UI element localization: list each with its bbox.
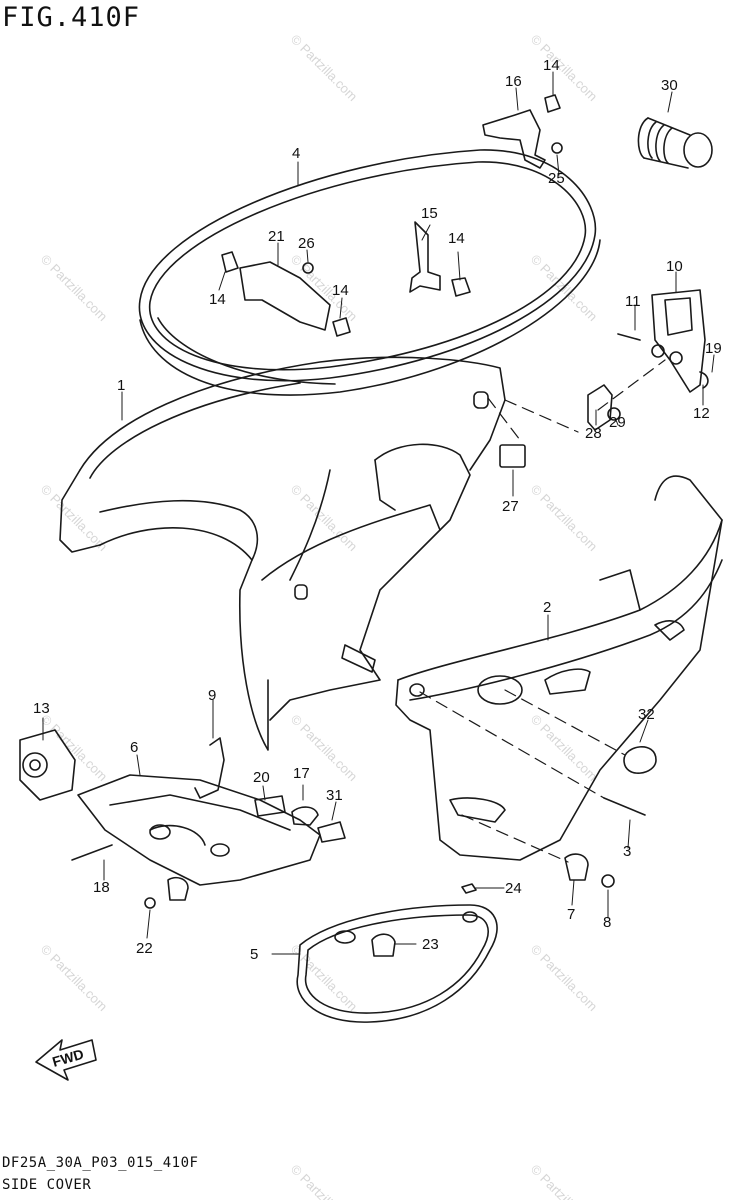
watermark: © Partzilla.com <box>288 32 361 105</box>
watermark: © Partzilla.com <box>528 32 601 105</box>
watermark: © Partzilla.com <box>288 252 361 325</box>
part-21-bracket <box>239 261 331 331</box>
callout-28: 28 <box>585 425 602 442</box>
callout-18: 18 <box>93 879 110 896</box>
callout-31: 31 <box>326 787 343 804</box>
callout-6: 6 <box>130 739 138 756</box>
small-parts <box>71 94 709 957</box>
callout-4: 4 <box>292 145 300 162</box>
part-15-bracket <box>409 221 441 293</box>
callout-14-a: 14 <box>543 57 560 74</box>
part-28-catch <box>587 384 621 431</box>
callout-3: 3 <box>623 843 631 860</box>
callout-23: 23 <box>422 936 439 953</box>
callout-25: 25 <box>548 170 565 187</box>
part-2-side-cover-lower <box>395 475 723 861</box>
watermark: © Partzilla.com <box>528 1162 601 1200</box>
leader-lines <box>42 71 715 955</box>
callout-29: 29 <box>609 414 626 431</box>
part-5-lower-seal <box>296 904 498 1023</box>
callout-19: 19 <box>705 340 722 357</box>
callout-12: 12 <box>693 405 710 422</box>
part-10-latch <box>651 289 706 393</box>
watermark: © Partzilla.com <box>528 482 601 555</box>
watermark: © Partzilla.com <box>38 252 111 325</box>
callout-16: 16 <box>505 73 522 90</box>
callout-21: 21 <box>268 228 285 245</box>
callout-14-d: 14 <box>332 282 349 299</box>
callout-10: 10 <box>666 258 683 275</box>
watermark: © Partzilla.com <box>288 1162 361 1200</box>
callout-7: 7 <box>567 906 575 923</box>
figure-name: SIDE COVER <box>2 1177 92 1193</box>
callout-9: 9 <box>208 687 216 704</box>
figure-code: DF25A_30A_P03_015_410F <box>2 1155 199 1171</box>
callout-27: 27 <box>502 498 519 515</box>
watermark: © Partzilla.com <box>528 942 601 1015</box>
callout-15: 15 <box>421 205 438 222</box>
part-30-plug <box>637 117 713 169</box>
watermark: © Partzilla.com <box>38 482 111 555</box>
callout-2: 2 <box>543 599 551 616</box>
callout-26: 26 <box>298 235 315 252</box>
figure-title: FIG.410F <box>2 2 141 33</box>
part-4-seal-ring <box>138 149 601 396</box>
part-1-side-cover-upper <box>59 356 506 751</box>
watermark-layer: © Partzilla.com © Partzilla.com © Partzi… <box>38 32 601 1200</box>
callout-22: 22 <box>136 940 153 957</box>
callout-17: 17 <box>293 765 310 782</box>
fwd-arrow: FWD <box>35 1039 97 1081</box>
callout-11: 11 <box>625 293 641 310</box>
callout-13: 13 <box>33 700 50 717</box>
watermark: © Partzilla.com <box>38 942 111 1015</box>
callout-32: 32 <box>638 706 655 723</box>
callout-14-b: 14 <box>209 291 226 308</box>
callout-5: 5 <box>250 946 258 963</box>
callout-8: 8 <box>603 914 611 931</box>
part-16-bracket <box>482 109 546 169</box>
dashed-lines <box>419 359 666 863</box>
callout-24: 24 <box>505 880 522 897</box>
callout-20: 20 <box>253 769 270 786</box>
callout-14-c: 14 <box>448 230 465 247</box>
part-13-block <box>19 729 76 801</box>
callout-30: 30 <box>661 77 678 94</box>
part-6-bracket <box>77 774 321 886</box>
callout-1: 1 <box>117 377 125 394</box>
callout-labels: 4 1 2 3 5 6 7 8 9 10 11 12 13 14 14 14 1… <box>33 57 722 963</box>
